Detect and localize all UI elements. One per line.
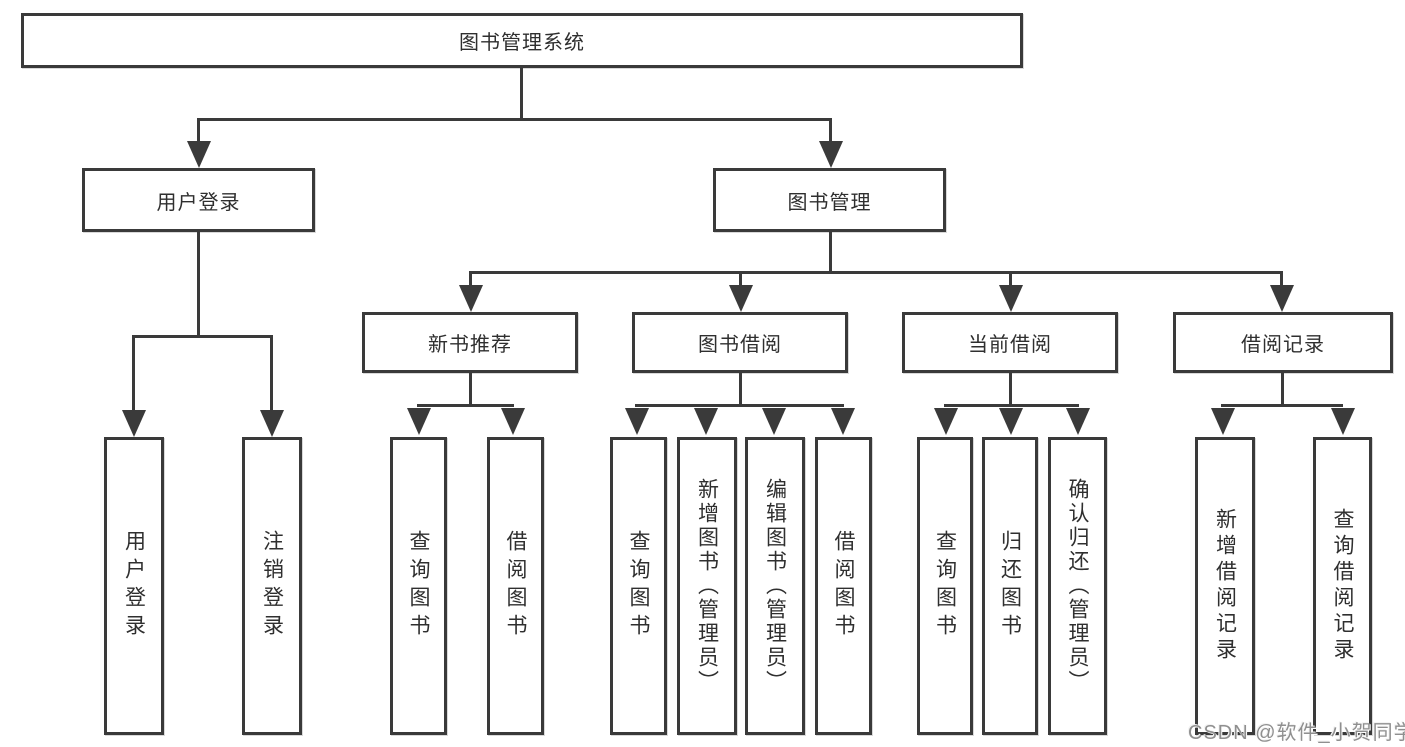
connector-current-branch — [944, 404, 1079, 407]
connector-borrow-branch — [635, 404, 844, 407]
arrow-down-icon — [407, 408, 431, 435]
arrow-down-icon — [122, 410, 146, 437]
connector-root-branch — [197, 118, 832, 121]
leaf-query-books-recommend: 查询图书 — [390, 437, 447, 735]
arrow-down-icon — [934, 408, 958, 435]
arrow-down-icon — [831, 408, 855, 435]
arrow-down-icon — [1211, 408, 1235, 435]
node-book-borrow: 图书借阅 — [632, 312, 848, 373]
arrow-down-icon — [1331, 408, 1355, 435]
arrow-down-icon — [1066, 408, 1090, 435]
leaf-query-borrow-record: 查询借阅记录 — [1313, 437, 1372, 735]
node-borrow-records: 借阅记录 — [1173, 312, 1393, 373]
connector-user-login-stem — [197, 232, 200, 337]
connector-book-mgmt-stem — [829, 232, 832, 273]
leaf-add-borrow-record: 新增借阅记录 — [1195, 437, 1255, 735]
arrow-down-icon — [999, 408, 1023, 435]
connector-current-stem — [1009, 373, 1012, 406]
leaf-borrow-books: 借阅图书 — [815, 437, 872, 735]
connector-recommend-branch — [417, 404, 514, 407]
leaf-logout: 注销登录 — [242, 437, 302, 735]
node-book-management: 图书管理 — [713, 168, 946, 232]
connector-records-branch — [1221, 404, 1343, 407]
connector-book-mgmt-branch — [469, 271, 1283, 274]
connector-root-stem — [520, 68, 523, 120]
connector-records-stem — [1281, 373, 1284, 406]
connector-drop — [132, 335, 135, 411]
arrow-down-icon — [1270, 285, 1294, 312]
node-root-system: 图书管理系统 — [21, 13, 1023, 68]
connector-drop — [829, 118, 832, 143]
connector-drop — [270, 335, 273, 411]
connector-user-login-branch — [132, 335, 273, 338]
leaf-add-book-admin: 新增图书（管理员） — [677, 437, 737, 735]
leaf-edit-book-admin: 编辑图书（管理员） — [745, 437, 805, 735]
arrow-down-icon — [729, 285, 753, 312]
arrow-down-icon — [694, 408, 718, 435]
arrow-down-icon — [187, 141, 211, 168]
arrow-down-icon — [819, 141, 843, 168]
connector-borrow-stem — [739, 373, 742, 406]
leaf-confirm-return-admin: 确认归还（管理员） — [1048, 437, 1107, 735]
leaf-return-book: 归还图书 — [982, 437, 1038, 735]
connector-drop — [1009, 271, 1012, 286]
connector-drop — [197, 118, 200, 143]
connector-recommend-stem — [469, 373, 472, 406]
node-user-login: 用户登录 — [82, 168, 315, 232]
arrow-down-icon — [501, 408, 525, 435]
connector-drop — [469, 271, 472, 286]
connector-drop — [1280, 271, 1283, 286]
arrow-down-icon — [459, 285, 483, 312]
arrow-down-icon — [999, 285, 1023, 312]
arrow-down-icon — [762, 408, 786, 435]
csdn-watermark: CSDN @软件_小贺同学 — [1188, 722, 1405, 744]
node-new-book-recommend: 新书推荐 — [362, 312, 578, 373]
leaf-borrow-books-recommend: 借阅图书 — [487, 437, 544, 735]
connector-drop — [739, 271, 742, 286]
arrow-down-icon — [625, 408, 649, 435]
leaf-query-books-borrow: 查询图书 — [610, 437, 667, 735]
leaf-user-login: 用户登录 — [104, 437, 164, 735]
node-current-borrow: 当前借阅 — [902, 312, 1118, 373]
leaf-query-books-current: 查询图书 — [917, 437, 973, 735]
arrow-down-icon — [260, 410, 284, 437]
